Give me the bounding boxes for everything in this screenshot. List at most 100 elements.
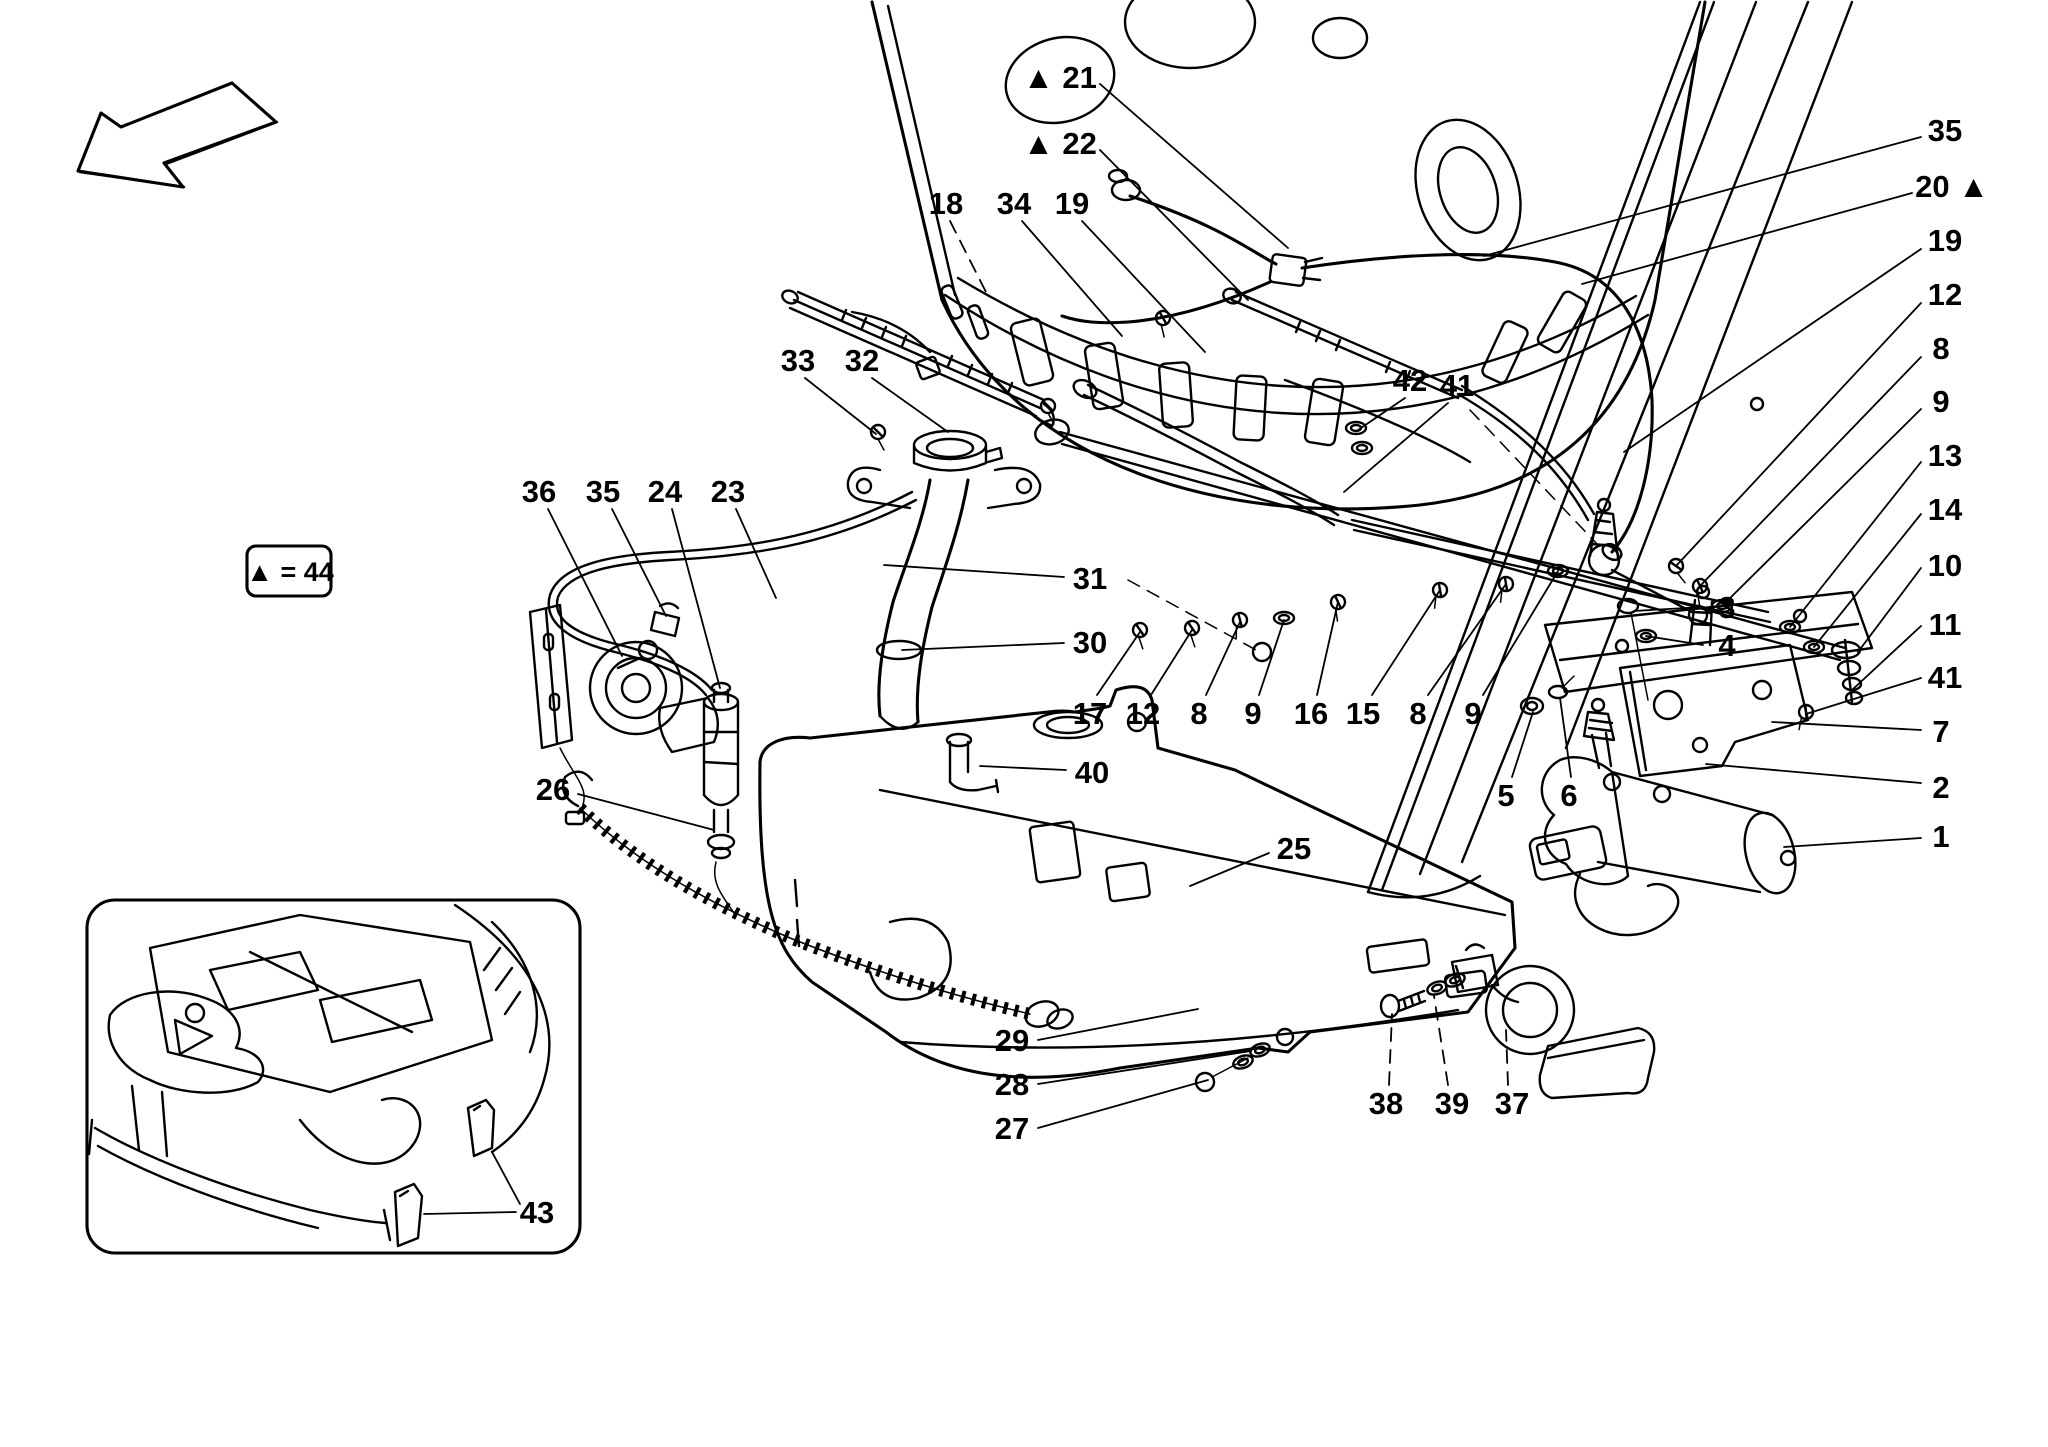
callout-7: 7	[1771, 714, 1950, 749]
horn-right	[1379, 943, 1656, 1100]
callout-28: 28	[995, 1050, 1252, 1102]
callout-label-41: 41	[1928, 660, 1962, 695]
t-connector-valve	[1268, 253, 1324, 287]
washer-pump	[702, 681, 740, 917]
callout-label-12: 12	[1928, 277, 1962, 312]
callout-label-11: 11	[1929, 607, 1962, 642]
callout-9: 9	[1464, 570, 1559, 731]
inset-car-front	[85, 898, 582, 1255]
callout-19: 19	[1623, 223, 1962, 453]
callout-30: 30	[901, 625, 1107, 660]
callout-label-9: 9	[1464, 696, 1481, 731]
screw-33	[869, 423, 887, 452]
callout-label-1: 1	[1932, 819, 1949, 854]
callout-label-33: 33	[781, 343, 815, 378]
callout-label-22: ▲ 22	[1023, 126, 1097, 161]
callout-25: 25	[1189, 831, 1311, 887]
callout-label-35: 35	[1928, 113, 1962, 148]
bolt-3	[1616, 597, 1649, 701]
pivot-right	[1778, 619, 1864, 732]
wiper-blade-left	[781, 289, 1055, 428]
callout-34: 34	[997, 186, 1123, 337]
washer-6	[1547, 675, 1575, 700]
callout-label-9: 9	[1244, 696, 1261, 731]
callout-label-23: 23	[711, 474, 745, 509]
callout-label-24: 24	[648, 474, 683, 509]
callout-9: 9	[1244, 619, 1285, 731]
legend-text: ▲ = 44	[246, 557, 334, 587]
callout-label-15: 15	[1346, 696, 1380, 731]
callout-5: 5	[1497, 711, 1534, 813]
washer-reservoir	[758, 685, 1517, 1093]
callout-33: 33	[781, 343, 877, 435]
callout-29: 29	[995, 1008, 1199, 1058]
callout-label-10: 10	[1928, 548, 1962, 583]
motor-connector	[1528, 825, 1608, 881]
callout-18: 18	[929, 186, 989, 297]
callout-27: 27	[995, 1079, 1209, 1146]
callout-35: 35	[1483, 113, 1962, 257]
callout-label-21: ▲ 21	[1023, 60, 1097, 95]
callout-label-8: 8	[1190, 696, 1207, 731]
callout-label-35: 35	[586, 474, 620, 509]
pivot-center	[1587, 497, 1709, 626]
rubber-pad-2	[393, 1182, 424, 1248]
callout-label-42: 42	[1393, 363, 1427, 398]
callout-37: 37	[1495, 1029, 1529, 1121]
hood-panel	[870, 0, 1765, 511]
callout-42: 42	[1357, 363, 1427, 431]
callout-26: 26	[536, 772, 715, 831]
callout-label-13: 13	[1928, 438, 1962, 473]
callout-35: 35	[586, 474, 667, 617]
callout-label-36: 36	[522, 474, 556, 509]
callout-15: 15	[1346, 589, 1441, 731]
wiper-arm-right	[1222, 287, 1599, 546]
callout-label-17: 17	[1073, 696, 1107, 731]
horn-left	[528, 603, 720, 826]
callout-16: 16	[1294, 601, 1339, 731]
filler-cap	[912, 429, 1004, 472]
callout-22: ▲ 22	[1023, 126, 1249, 301]
callout-41: 41	[1805, 660, 1962, 715]
callout-label-30: 30	[1073, 625, 1107, 660]
callout-label-19: 19	[1928, 223, 1962, 258]
callout-label-3: 3	[1718, 590, 1735, 625]
callout-label-29: 29	[995, 1023, 1029, 1058]
inset-border	[85, 898, 582, 1255]
legend-box: ▲ = 44	[245, 544, 334, 598]
callout-6: 6	[1559, 697, 1578, 813]
callout-8: 8	[1190, 621, 1241, 731]
callout-8: 8	[1409, 583, 1507, 731]
wiper-motor	[1528, 697, 1797, 937]
supply-hose	[547, 490, 918, 697]
callout-24: 24	[648, 474, 721, 689]
callout-8: 8	[1699, 331, 1950, 587]
callout-4: 4	[1645, 628, 1736, 663]
callout-label-27: 27	[995, 1111, 1029, 1146]
callout-label-2: 2	[1932, 770, 1949, 805]
callout-label-26: 26	[536, 772, 570, 807]
mounting-plate-and-bracket	[1519, 584, 1874, 778]
callout-label-40: 40	[1075, 755, 1109, 790]
callout-20: 20 ▲	[1581, 169, 1989, 285]
callout-43: 43	[423, 1151, 554, 1230]
callout-10: 10	[1857, 548, 1962, 653]
callout-label-25: 25	[1277, 831, 1311, 866]
callout-label-20: 20 ▲	[1915, 169, 1989, 204]
callout-11: 11	[1851, 607, 1962, 691]
callout-40: 40	[979, 755, 1109, 790]
callout-38: 38	[1369, 1013, 1403, 1121]
callout-2: 2	[1705, 763, 1950, 805]
callout-1: 1	[1783, 819, 1950, 854]
callout-label-8: 8	[1409, 696, 1426, 731]
grommet-26	[706, 833, 736, 860]
callout-label-5: 5	[1497, 778, 1514, 813]
callout-36: 36	[522, 474, 623, 657]
callout-9: 9	[1721, 384, 1950, 607]
callout-label-4: 4	[1718, 628, 1736, 663]
callout-label-43: 43	[520, 1195, 554, 1230]
callout-12: 12	[1675, 277, 1962, 567]
breather-elbow	[945, 732, 1000, 794]
callout-21: ▲ 21	[1023, 60, 1289, 249]
